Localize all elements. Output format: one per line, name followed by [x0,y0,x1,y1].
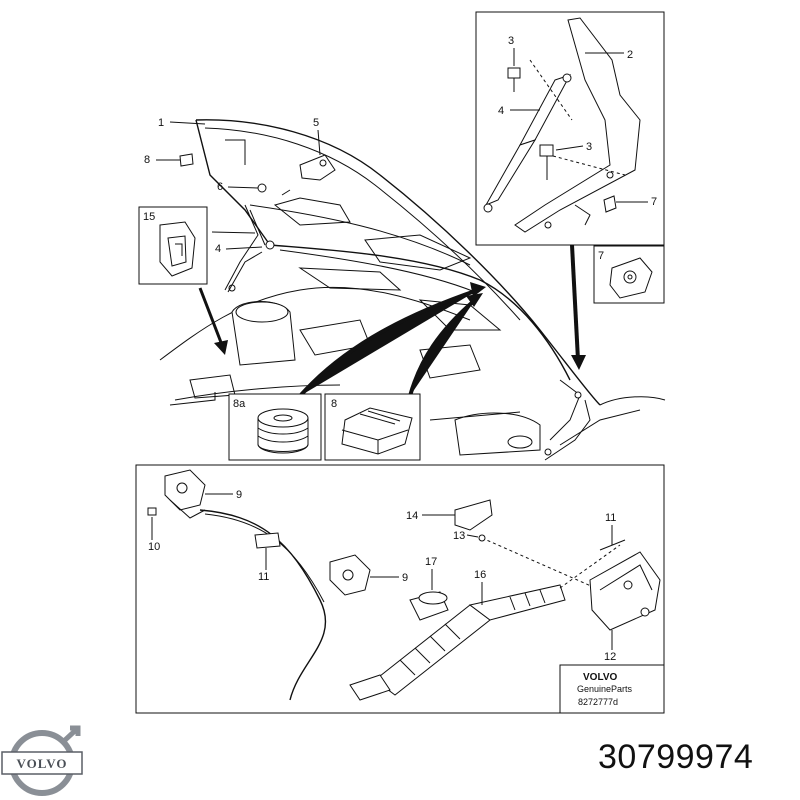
callout-13: 13 [453,530,465,542]
inset-8: 8 [324,393,421,461]
callout-9-upper: 9 [236,489,242,501]
callout-9-lower: 9 [402,572,408,584]
callout-4: 4 [215,243,221,255]
callout-3-mid: 3 [586,141,592,153]
volvo-logo: VOLVO [1,725,83,796]
callout-16: 16 [474,569,486,581]
inset-strut-detail: 3 2 4 3 7 [475,11,665,246]
part-number: 30799974 [598,738,754,776]
callout-15: 15 [143,211,155,223]
callout-6: 6 [217,181,223,193]
callout-1: 1 [158,117,164,129]
callout-4-top: 4 [498,105,504,117]
callout-11-left: 11 [258,571,269,583]
callout-10: 10 [148,541,160,553]
callout-5: 5 [313,117,319,129]
inset-15: 15 [138,206,208,285]
lower-panel [135,464,665,714]
volvo-logo-text: VOLVO [17,756,68,771]
callout-17: 17 [425,556,437,568]
genuine-parts-box: VOLVO GenuineParts 8272777d [136,664,665,714]
pointer-arrows [198,244,586,398]
genuine-parts-label: GenuineParts [577,684,633,694]
inset-8a: 8a [228,393,322,461]
callout-7-top: 7 [651,196,657,208]
hood-illustration [159,119,666,461]
lower-callouts: 9 10 11 9 17 16 14 13 11 12 [148,489,616,663]
callout-8-inset: 8 [331,398,337,410]
diagram-code: 8272777d [578,697,618,707]
callout-8: 8 [144,154,150,166]
callout-8a: 8a [233,398,246,410]
inset-7: 7 [593,245,665,304]
callout-3-top: 3 [508,35,514,47]
callout-14: 14 [406,510,418,522]
callout-11-right: 11 [605,512,616,524]
callout-7-inset: 7 [598,250,604,262]
brand-name: VOLVO [583,672,617,683]
callout-2-top: 2 [627,49,633,61]
callout-12: 12 [604,651,616,663]
